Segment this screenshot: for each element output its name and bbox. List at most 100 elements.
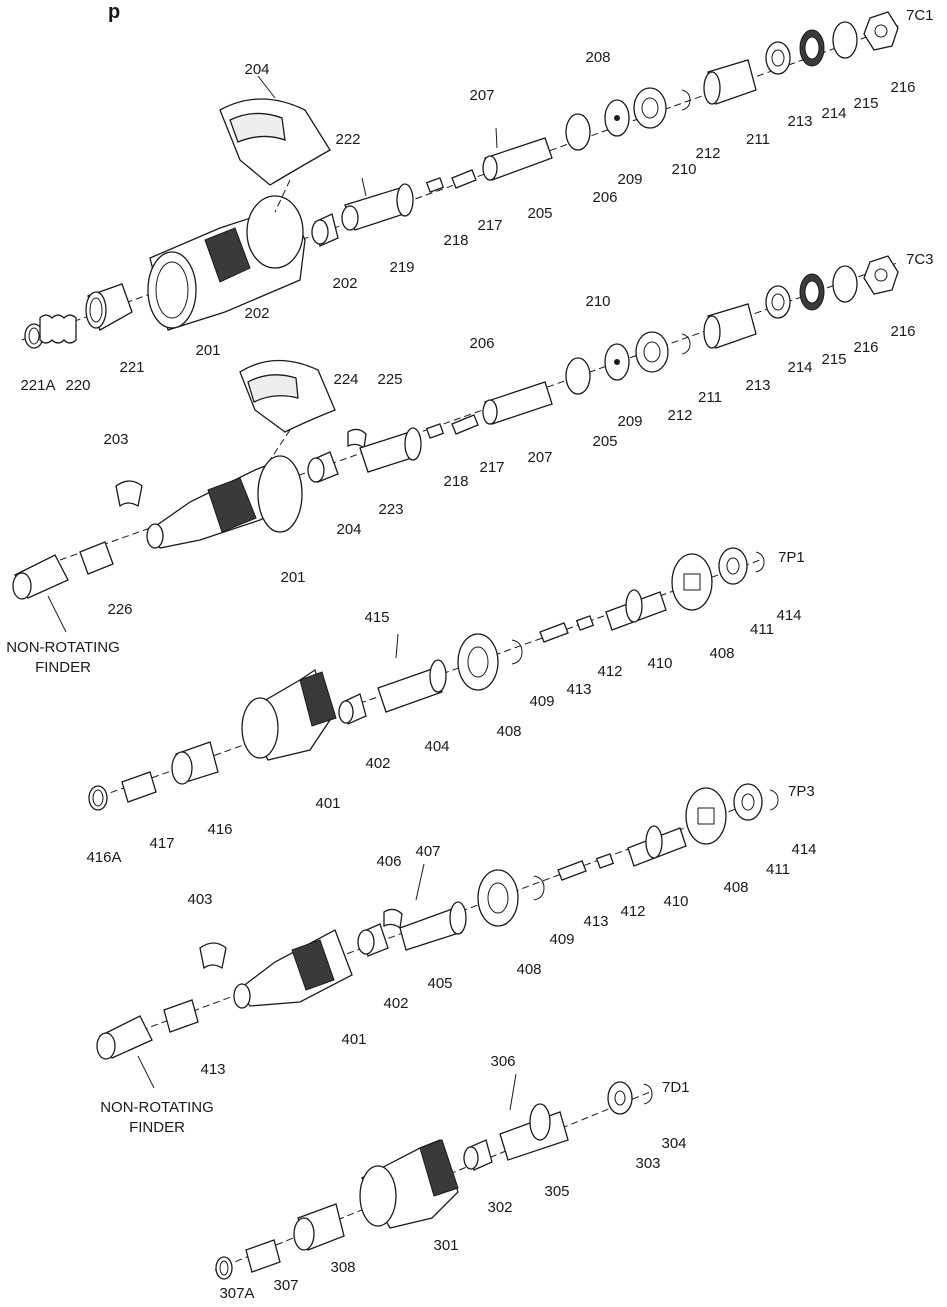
part-223-spindle xyxy=(359,427,422,473)
label-408b: 408 xyxy=(723,879,748,896)
assembly-7p1: 415 7P1 416A 417 416 401 402 404 408 409… xyxy=(86,547,805,866)
label-216: 216 xyxy=(890,79,915,96)
part-402-bushing xyxy=(357,923,389,957)
label-404: 404 xyxy=(424,738,449,755)
finder-label-line1: NON-ROTATING xyxy=(100,1099,214,1116)
part-203-clip xyxy=(115,480,143,508)
label-413: 413 xyxy=(566,681,591,698)
part-204-shield xyxy=(219,75,331,213)
label-303: 303 xyxy=(635,1155,660,1172)
part-308-sleeve xyxy=(293,1203,345,1251)
label-405: 405 xyxy=(427,975,452,992)
label-412: 412 xyxy=(620,903,645,920)
label-213: 213 xyxy=(787,113,812,130)
label-219: 219 xyxy=(389,259,414,276)
part-211-spring xyxy=(703,303,757,349)
part-216-nut xyxy=(863,11,899,51)
part-208-plate xyxy=(604,99,630,137)
part-401-housing xyxy=(233,929,353,1009)
label-225: 225 xyxy=(377,371,402,388)
label-408a: 408 xyxy=(516,961,541,978)
part-216-nut xyxy=(863,255,899,295)
label-206: 206 xyxy=(592,189,617,206)
label-204: 202 xyxy=(244,305,269,322)
label-409: 409 xyxy=(529,693,554,710)
label-214: 214 xyxy=(821,105,846,122)
label-223: 223 xyxy=(378,501,403,518)
part-305-spindle xyxy=(499,1073,569,1161)
label-306: 306 xyxy=(490,1053,515,1070)
part-303-washer xyxy=(607,1081,633,1115)
part-408-planet-carrier xyxy=(671,553,713,611)
label-218: 218 xyxy=(443,232,468,249)
label-417: 417 xyxy=(149,835,174,852)
label-222: 222 xyxy=(335,131,360,148)
part-217-spring xyxy=(451,414,479,435)
part-220-spring xyxy=(39,314,77,344)
label-224: 224 xyxy=(333,371,358,388)
part-408-planet-carrier xyxy=(685,787,727,845)
part-213-washer xyxy=(765,41,791,75)
part-413-spring xyxy=(539,622,569,643)
leader-204 xyxy=(257,75,276,99)
part-402-bushing xyxy=(338,693,367,725)
part-nonrotating-finder xyxy=(96,1015,155,1089)
label-201: 201 xyxy=(280,569,305,586)
part-406-clip xyxy=(383,908,403,930)
label-416: 416 xyxy=(207,821,232,838)
assembly-code-7c3: 7C3 xyxy=(906,251,934,268)
part-221-sleeve xyxy=(85,283,133,331)
label-408b: 408 xyxy=(709,645,734,662)
part-201-housing xyxy=(147,195,306,331)
label-205: 205 xyxy=(527,205,552,222)
part-412-pin xyxy=(595,853,615,869)
assembly-code-7d1: 7D1 xyxy=(662,1079,690,1096)
label-411: 411 xyxy=(750,621,774,638)
part-215-race xyxy=(832,21,858,59)
part-214-bearing xyxy=(799,29,825,67)
label-308: 308 xyxy=(330,1259,355,1276)
label-217: 217 xyxy=(477,217,502,234)
label-209: 209 xyxy=(617,171,642,188)
label-409: 409 xyxy=(549,931,574,948)
part-301-housing xyxy=(359,1139,459,1229)
label-413a: 413 xyxy=(200,1061,225,1078)
label-202: 202 xyxy=(332,275,357,292)
label-204: 204 xyxy=(244,61,269,78)
part-211-spring xyxy=(703,59,757,105)
part-413-spring xyxy=(557,860,587,881)
label-302: 302 xyxy=(487,1199,512,1216)
part-416a-retaining-ring xyxy=(88,785,108,811)
part-409-clip xyxy=(511,639,523,665)
label-307: 307 xyxy=(273,1277,298,1294)
assembly-7d1: 306 7D1 307A 307 308 301 302 305 303 304 xyxy=(214,1053,690,1302)
label-301: 301 xyxy=(433,1237,458,1254)
part-205-splined-shaft xyxy=(482,127,553,181)
label-220: 220 xyxy=(65,377,90,394)
part-218-pin xyxy=(425,423,445,439)
finder-label-line2: FINDER xyxy=(35,659,91,676)
label-214: 215 xyxy=(821,351,846,368)
part-405-spindle xyxy=(399,863,467,951)
part-410-shaft xyxy=(605,589,667,631)
label-307a: 307A xyxy=(219,1285,254,1302)
part-401-housing xyxy=(241,668,337,761)
label-226: 226 xyxy=(107,601,132,618)
label-305: 305 xyxy=(544,1183,569,1200)
part-304-clip xyxy=(643,1083,653,1105)
label-414: 414 xyxy=(776,607,801,624)
part-302-bushing xyxy=(463,1139,493,1171)
part-226-spring xyxy=(79,541,114,575)
part-215-race xyxy=(832,265,858,303)
label-411: 411 xyxy=(766,861,790,878)
page-title-fragment: p xyxy=(108,1,120,23)
part-206-cage xyxy=(565,113,591,151)
finder-label-line1: NON-ROTATING xyxy=(6,639,120,656)
label-412: 412 xyxy=(597,663,622,680)
label-414: 414 xyxy=(791,841,816,858)
label-410: 410 xyxy=(663,893,688,910)
label-410: 410 xyxy=(647,655,672,672)
part-221a-retaining-ring xyxy=(24,323,44,349)
